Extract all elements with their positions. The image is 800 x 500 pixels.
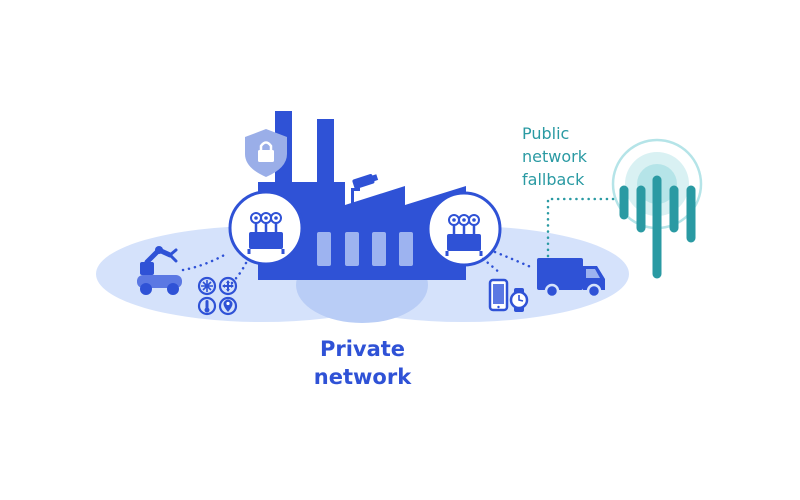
security-camera-icon	[351, 174, 379, 205]
factory-building	[258, 182, 466, 280]
factory-window	[372, 232, 386, 266]
router-icon	[228, 190, 304, 266]
connection-sensors	[230, 261, 248, 285]
factory-chimney-right	[317, 119, 334, 191]
connection-truck	[493, 250, 535, 270]
public-network-label-line3: fallback	[522, 170, 585, 189]
smartwatch-icon	[509, 288, 529, 312]
connection-devices	[481, 257, 503, 276]
private-network-label-line1: Private	[319, 337, 406, 361]
private-network-label: Private network	[250, 335, 475, 391]
smartphone-icon	[488, 278, 509, 312]
factory-window	[317, 232, 331, 266]
public-network-label-line2: network	[522, 147, 587, 166]
sensor-cluster-icon	[197, 276, 238, 316]
public-network-label-line1: Public	[522, 124, 570, 143]
shield-lock-icon	[245, 129, 287, 177]
public-network-fallback-label: Public network fallback	[522, 122, 632, 191]
connection-public-fallback	[546, 197, 617, 258]
robot-arm-icon	[137, 246, 182, 295]
factory-window	[399, 232, 413, 266]
router-icon	[426, 191, 502, 267]
cell-tower-icon	[611, 138, 703, 279]
connection-robot	[181, 251, 230, 272]
delivery-truck-icon	[537, 258, 605, 299]
private-network-label-line2: network	[313, 365, 412, 389]
factory-window	[345, 232, 359, 266]
